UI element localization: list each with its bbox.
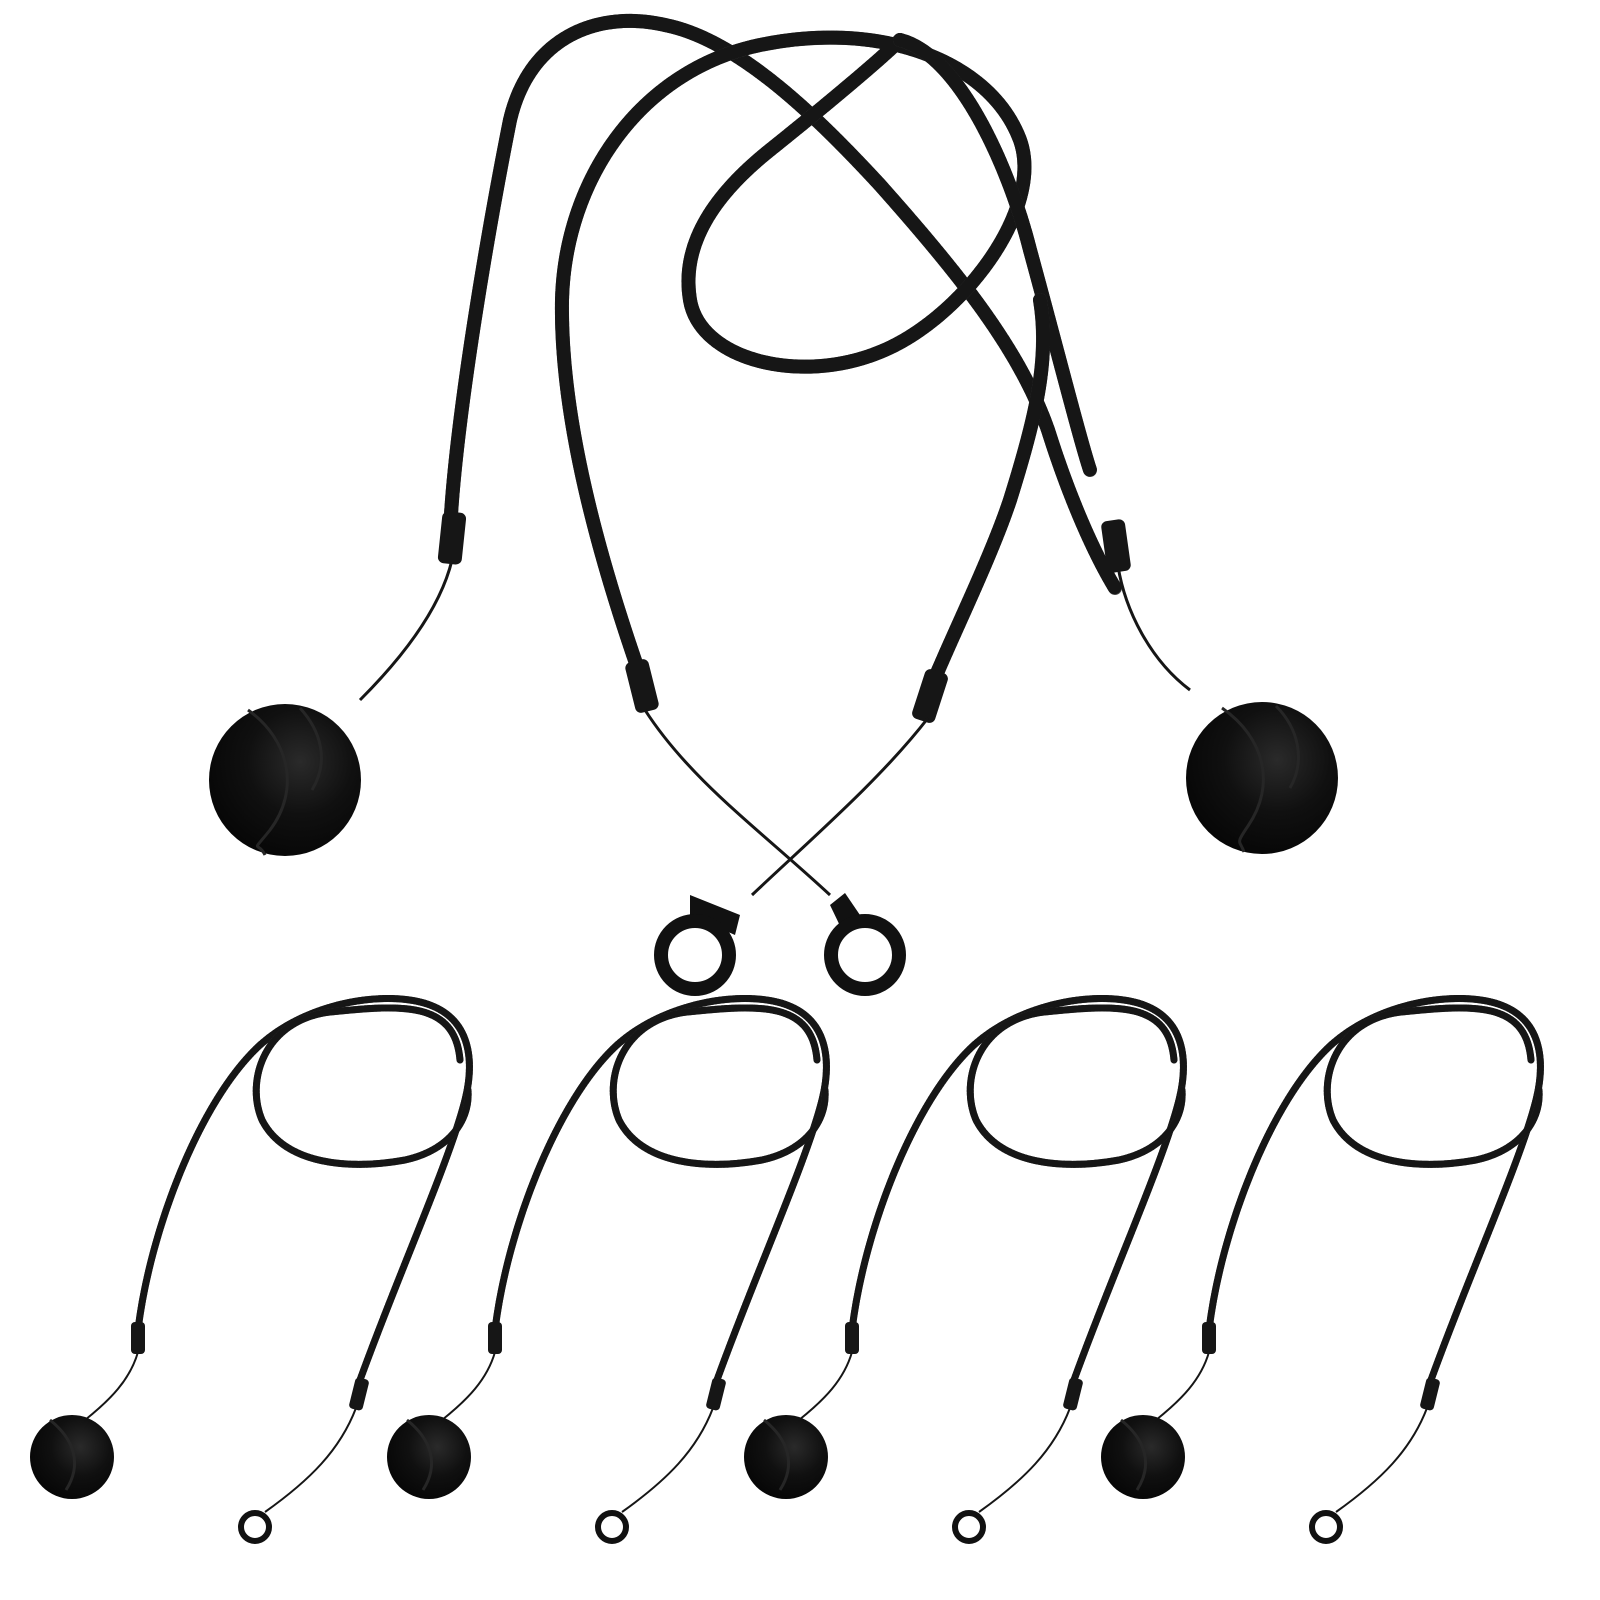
small-lanyards (30, 995, 1544, 1544)
coiled-cord (491, 995, 830, 1384)
ball-seam (406, 1418, 433, 1491)
silicone-ball (744, 1415, 828, 1499)
thin-string (1335, 1407, 1428, 1513)
coiled-cord (1323, 1004, 1543, 1168)
coiled-cord (443, 13, 1122, 595)
thin-string (441, 1351, 496, 1421)
silicone-ring (1309, 1510, 1343, 1544)
cord-sleeve (912, 669, 948, 723)
small-lanyard (1101, 995, 1544, 1544)
cord-sleeve (625, 659, 659, 713)
coiled-cord (923, 293, 1051, 697)
coiled-cord-base (134, 995, 473, 1384)
silicone-ball (209, 704, 361, 856)
coiled-cord-base (923, 293, 1051, 697)
coiled-cord-base (848, 995, 1187, 1384)
cord-sleeve (131, 1322, 145, 1354)
silicone-ring (824, 893, 906, 996)
silicone-ball (1101, 1415, 1185, 1499)
cord-sleeve (1202, 1322, 1216, 1354)
cord-sleeve (1101, 519, 1131, 573)
cord-sleeve (1063, 1377, 1083, 1411)
thin-string (84, 1351, 139, 1421)
cord-sleeve (845, 1322, 859, 1354)
coiled-cord-base (491, 995, 830, 1384)
coiled-cord (1205, 995, 1544, 1384)
coiled-cord (554, 30, 1032, 682)
silicone-ball (1186, 702, 1338, 854)
coiled-cord (848, 995, 1187, 1384)
silicone-ring (952, 1510, 986, 1544)
large-lanyard (209, 13, 1338, 996)
thin-string (621, 1407, 714, 1513)
small-lanyard (744, 995, 1187, 1544)
cord-sleeve (1420, 1377, 1440, 1411)
silicone-ring (654, 895, 740, 996)
small-lanyard (387, 995, 830, 1544)
ball-seam (763, 1418, 790, 1491)
thin-string (1155, 1351, 1210, 1421)
small-lanyard (30, 995, 473, 1544)
cord-sleeve (488, 1322, 502, 1354)
silicone-ring (238, 1510, 272, 1544)
cord-sleeve (706, 1377, 726, 1411)
ball-seam (1120, 1418, 1147, 1491)
coiled-cord-base (1205, 995, 1544, 1384)
thin-string (358, 559, 454, 702)
thin-string (1116, 565, 1191, 692)
thin-string (643, 709, 832, 897)
coiled-cord (893, 33, 1097, 477)
thin-string (264, 1407, 357, 1513)
silicone-ball (387, 1415, 471, 1499)
thin-string (750, 717, 930, 897)
coiled-cord (966, 1004, 1186, 1168)
thin-string (978, 1407, 1071, 1513)
ball-seam (49, 1418, 76, 1491)
coiled-cord (252, 1004, 472, 1168)
thin-string (798, 1351, 853, 1421)
silicone-ring (595, 1510, 629, 1544)
coiled-cord (134, 995, 473, 1384)
silicone-ball (30, 1415, 114, 1499)
cord-sleeve (349, 1377, 369, 1411)
coiled-cord (609, 1004, 829, 1168)
cord-sleeve (437, 511, 467, 565)
